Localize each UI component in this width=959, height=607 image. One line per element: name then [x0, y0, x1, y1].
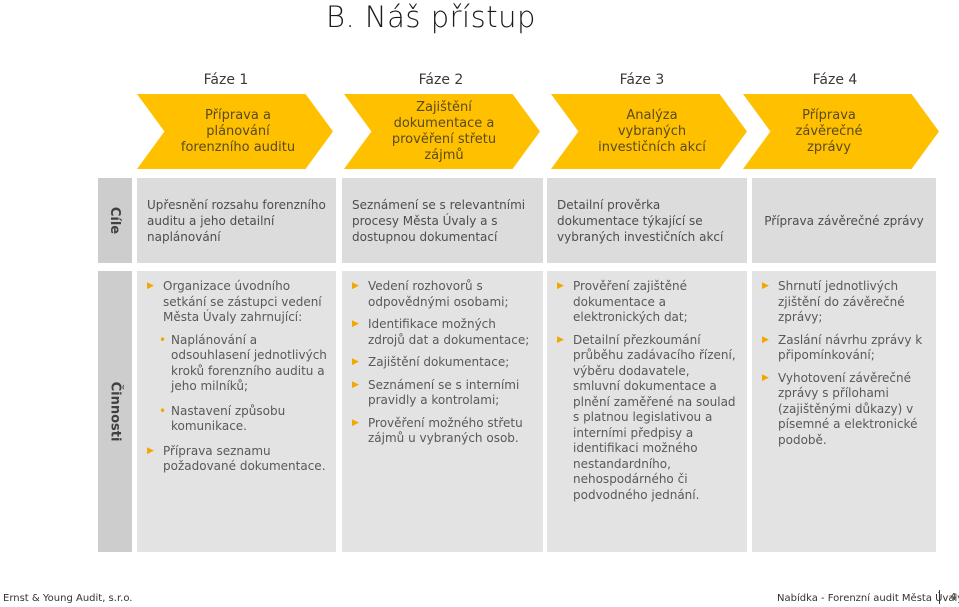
goal-text: Detailní prověrka dokumentace týkající s… — [557, 197, 724, 244]
list-item: Prověření zajištěné dokumentace a elektr… — [555, 279, 739, 326]
list-item: Zajištění dokumentace; — [350, 355, 535, 371]
list-item: Organizace úvodního setkání se zástupci … — [145, 279, 328, 326]
phase-4-label: Fáze 4 — [812, 72, 858, 88]
list-item: Prověření možného střetu zájmů u vybraný… — [350, 416, 535, 447]
row-label-activities: Činnosti — [98, 271, 132, 552]
goal-phase-3: Detailní prověrka dokumentace týkající s… — [547, 178, 747, 263]
list-subitem: Naplánování a odsouhlasení jednotlivých … — [145, 333, 328, 395]
phase-1-name: Příprava a plánování forenzního auditu — [180, 107, 296, 155]
activities-phase-1: Organizace úvodního setkání se zástupci … — [137, 271, 336, 552]
row-label-goals-text: Cíle — [107, 206, 123, 235]
phase-3-chevron — [551, 94, 747, 169]
phase-2-name: Zajištění dokumentace a prověření střetu… — [391, 99, 497, 163]
phase-2-chevron — [344, 94, 540, 169]
goal-text: Příprava závěrečné zprávy — [764, 213, 924, 228]
goal-phase-2: Seznámení se s relevantními procesy Měst… — [342, 178, 543, 263]
list-item: Zaslání návrhu zprávy k připomínkování; — [760, 333, 928, 364]
activities-phase-2: Vedení rozhovorů s odpovědnými osobami; … — [342, 271, 543, 552]
list-item: Shrnutí jednotlivých zjištění do závěreč… — [760, 279, 928, 326]
footer-company: Ernst & Young Audit, s.r.o. — [3, 593, 133, 604]
activities-phase-3: Prověření zajištěné dokumentace a elektr… — [547, 271, 747, 552]
phase-3-label: Fáze 3 — [619, 72, 665, 88]
goal-text: Upřesnění rozsahu forenzního auditu a je… — [147, 197, 326, 244]
phase-1-chevron — [137, 94, 333, 169]
list-item: Identifikace možných zdrojů dat a dokume… — [350, 317, 535, 348]
list-item: Detailní přezkoumání průběhu zadávacího … — [555, 333, 739, 504]
list-item: Vedení rozhovorů s odpovědnými osobami; — [350, 279, 535, 310]
goal-phase-1: Upřesnění rozsahu forenzního auditu a je… — [137, 178, 336, 263]
row-label-activities-text: Činnosti — [107, 381, 123, 442]
page-title: B. Náš přístup — [326, 0, 536, 34]
goal-phase-4: Příprava závěrečné zprávy — [752, 178, 936, 263]
phase-1-label: Fáze 1 — [203, 72, 249, 88]
list-item: Seznámení se s interními pravidly a kont… — [350, 378, 535, 409]
page-number: 4 — [950, 592, 957, 603]
phase-3-name: Analýza vybraných investičních akcí — [598, 107, 706, 155]
row-label-goals: Cíle — [98, 178, 132, 263]
list-subitem: Nastavení způsobu komunikace. — [145, 404, 328, 435]
phase-2-label: Fáze 2 — [418, 72, 464, 88]
footer-document-title: Nabídka - Forenzní audit Města Úvaly — [777, 593, 959, 604]
phase-4-chevron — [743, 94, 939, 169]
footer-divider — [939, 590, 940, 604]
goal-text: Seznámení se s relevantními procesy Měst… — [352, 197, 526, 244]
list-item: Příprava seznamu požadované dokumentace. — [145, 444, 328, 475]
activities-phase-4: Shrnutí jednotlivých zjištění do závěreč… — [752, 271, 936, 552]
phase-4-name: Příprava závěrečné zprávy — [795, 107, 863, 155]
list-item: Vyhotovení závěrečné zprávy s přílohami … — [760, 371, 928, 449]
